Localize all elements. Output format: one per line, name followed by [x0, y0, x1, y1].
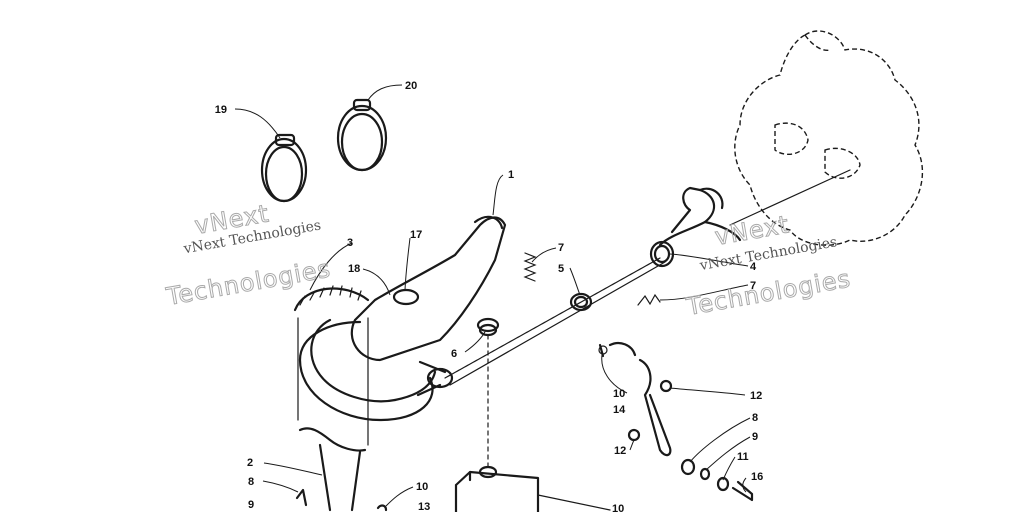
- callout-8a: 8: [752, 412, 758, 424]
- callout-7b: 7: [750, 280, 756, 292]
- heat-shield-3: [293, 285, 370, 312]
- expansion-chamber-1: [298, 215, 507, 422]
- engine-outline: [734, 30, 923, 246]
- clamp-19: [260, 133, 308, 203]
- clamp-20: [336, 98, 388, 172]
- watermark-right: vNext Technologies Technologies vNext: [683, 210, 853, 322]
- silencer-box-13: [454, 465, 611, 512]
- callout-6: 6: [451, 348, 457, 360]
- callout-2: 2: [247, 457, 253, 469]
- callout-14: 14: [613, 404, 626, 416]
- callout-12a: 12: [750, 390, 762, 402]
- callout-10a: 10: [613, 388, 625, 400]
- callout-labels: 19 20 1 3 17 18 7 5 6 4 7 12 10 14 12 8 …: [215, 80, 764, 512]
- callout-5: 5: [558, 263, 564, 275]
- callout-10c: 10: [612, 503, 624, 512]
- fastener-stack: [680, 458, 754, 502]
- callout-19: 19: [215, 104, 227, 116]
- bracket-2: [297, 317, 369, 512]
- watermark-large-left: Technologies: [164, 254, 333, 311]
- watermark-large-right: Technologies: [684, 264, 853, 321]
- callout-12b: 12: [614, 445, 626, 457]
- grommet-6: [476, 317, 500, 471]
- exhaust-manifold-4: [649, 169, 851, 268]
- callout-16: 16: [751, 471, 763, 483]
- watermark-left: vNext Technologies Technologies vNext: [163, 199, 333, 312]
- callout-3: 3: [347, 237, 353, 249]
- callout-20: 20: [405, 80, 417, 92]
- small-parts-bottom-left: [295, 488, 388, 512]
- callout-18: 18: [348, 263, 360, 275]
- leader-lines: [234, 84, 751, 507]
- spring-7a: [523, 252, 537, 282]
- callout-9a: 9: [752, 431, 758, 443]
- callout-1: 1: [508, 169, 514, 181]
- callout-13: 13: [418, 501, 430, 512]
- callout-4: 4: [750, 261, 757, 273]
- callout-8b: 8: [248, 476, 254, 488]
- spring-7b: [637, 293, 661, 306]
- bracket-14: [598, 341, 673, 457]
- callout-9b: 9: [248, 499, 254, 511]
- callout-11: 11: [737, 451, 749, 463]
- callout-17: 17: [410, 229, 422, 241]
- callout-10b: 10: [416, 481, 428, 493]
- callout-7a: 7: [558, 242, 564, 254]
